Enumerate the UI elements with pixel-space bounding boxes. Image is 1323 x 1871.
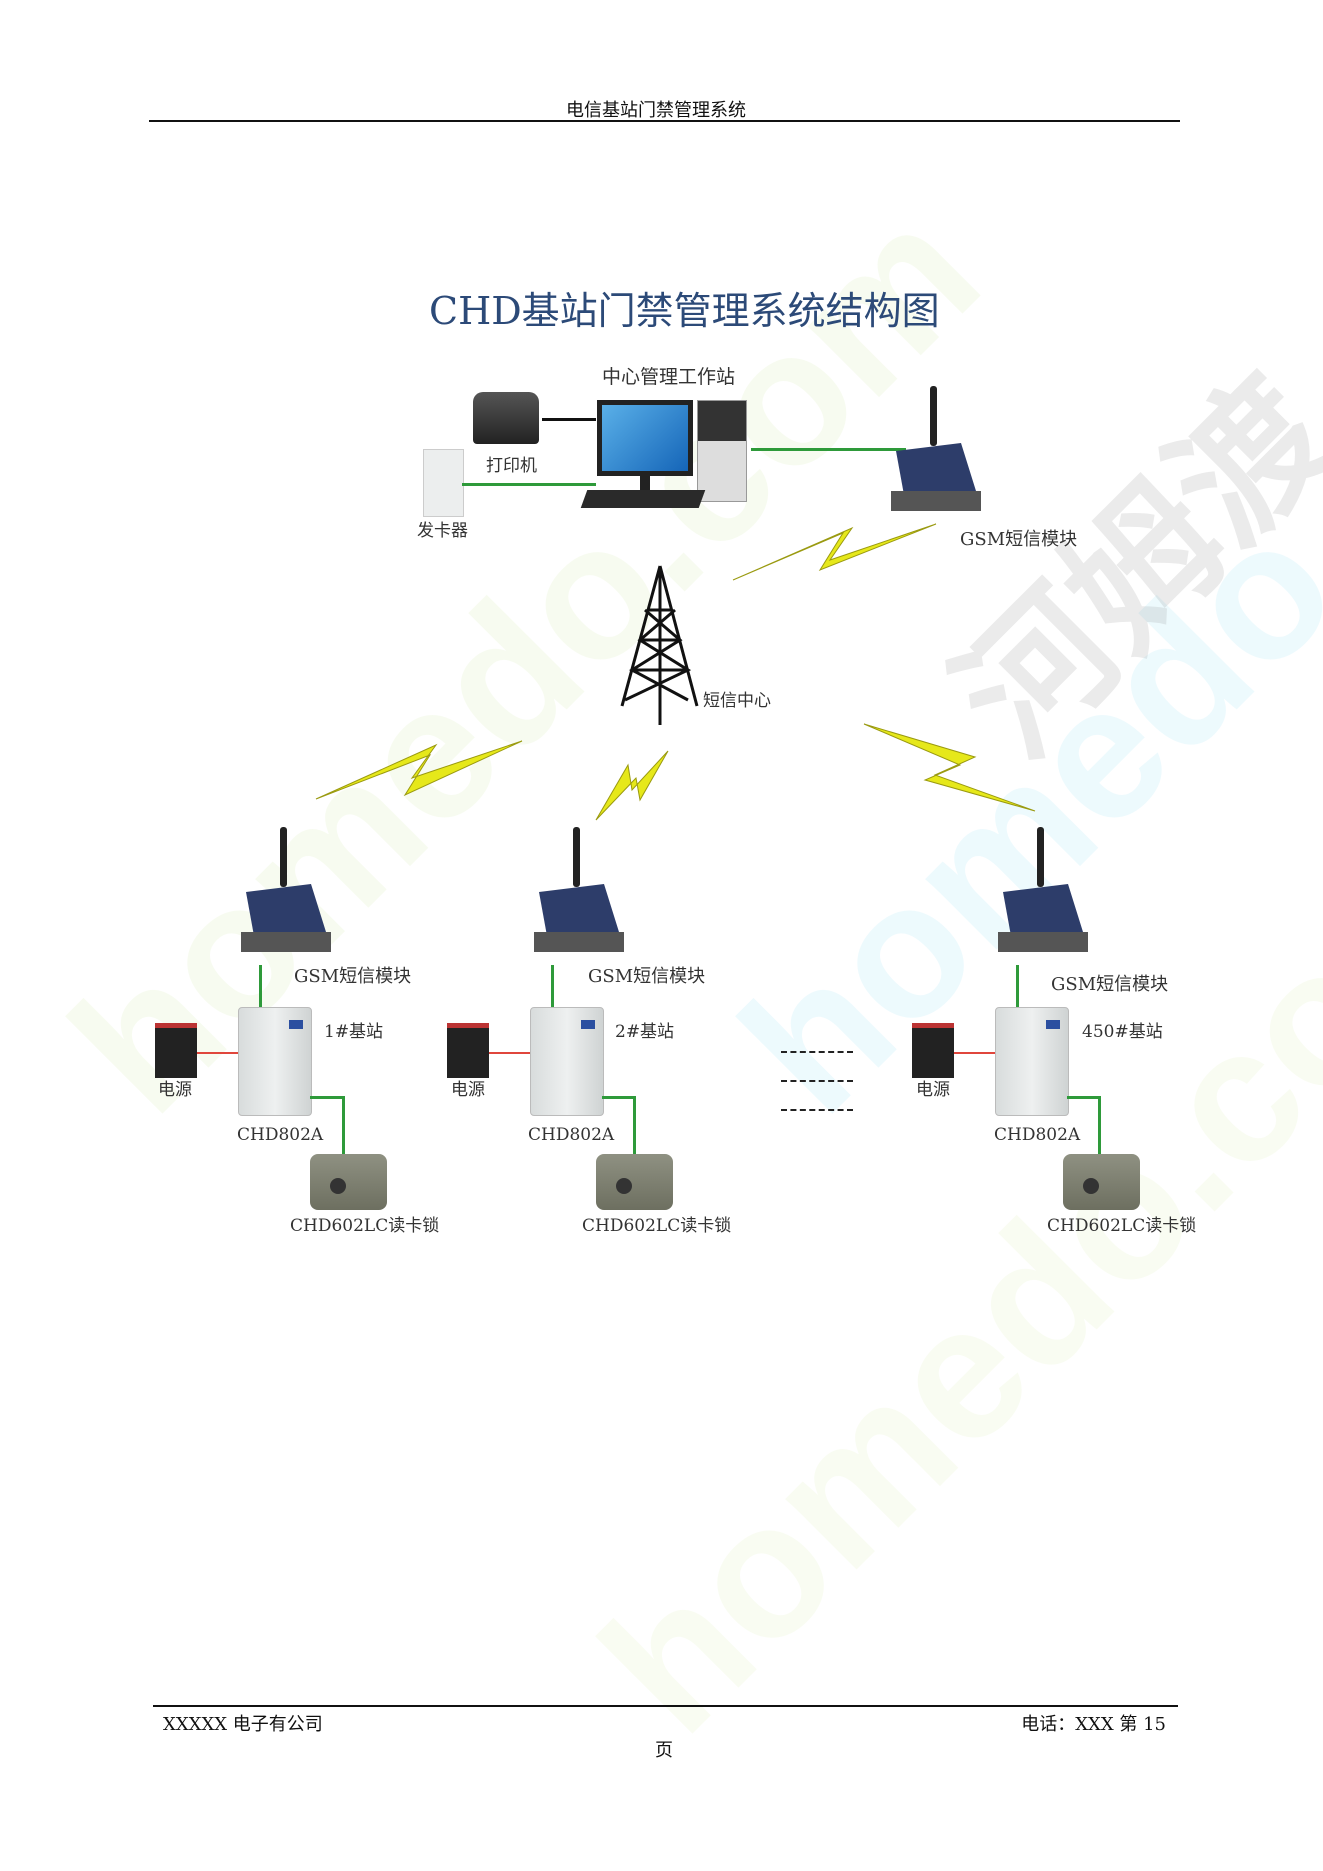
monitor-stand xyxy=(640,476,650,490)
lock-label: CHD602LC读卡锁 xyxy=(290,1216,440,1236)
workstation-label: 中心管理工作站 xyxy=(602,366,736,388)
lightning-icon xyxy=(863,723,1036,812)
power-label: 电源 xyxy=(158,1080,192,1100)
card-lock-icon xyxy=(1063,1154,1140,1210)
lock-link xyxy=(1067,1096,1101,1099)
footer-page-suffix: 页 xyxy=(655,1740,673,1761)
top-gsm-label: GSM短信模块 xyxy=(960,529,1078,550)
ellipsis-dash xyxy=(781,1051,853,1053)
lock-link xyxy=(310,1096,344,1099)
gsm-module-icon xyxy=(241,827,331,952)
card-issuer-label: 发卡器 xyxy=(417,521,468,541)
power-supply-icon xyxy=(447,1023,489,1078)
card-lock-icon xyxy=(310,1154,387,1210)
gsm-link xyxy=(551,965,554,1007)
monitor-icon xyxy=(597,400,693,476)
lock-link xyxy=(1098,1096,1101,1154)
lock-label: CHD602LC读卡锁 xyxy=(1047,1216,1197,1236)
card-issuer-link xyxy=(462,483,596,486)
power-label: 电源 xyxy=(916,1080,950,1100)
gsm-link xyxy=(259,965,262,1007)
station-gsm-label: GSM短信模块 xyxy=(1051,974,1169,995)
station-label: 2#基站 xyxy=(615,1022,675,1042)
wireless-links xyxy=(315,523,1036,821)
station-label: 450#基站 xyxy=(1082,1022,1163,1042)
pc-tower-icon xyxy=(697,400,747,502)
card-lock-icon xyxy=(596,1154,673,1210)
power-supply-icon xyxy=(912,1023,954,1078)
gsm-module-icon xyxy=(891,386,981,511)
controller-label: CHD802A xyxy=(237,1125,324,1145)
printer-label: 打印机 xyxy=(486,456,537,476)
lock-link xyxy=(633,1096,636,1154)
header-title: 电信基站门禁管理系统 xyxy=(566,100,746,121)
footer-phone-page: 电话：XXX 第 15 xyxy=(1021,1714,1166,1735)
gsm-module-icon xyxy=(534,827,624,952)
lock-link xyxy=(602,1096,636,1099)
printer-icon xyxy=(473,392,539,444)
footer-company: XXXXX 电子有公司 xyxy=(163,1714,323,1735)
controller-icon xyxy=(995,1007,1069,1116)
power-link xyxy=(954,1052,995,1054)
controller-label: CHD802A xyxy=(994,1125,1081,1145)
controller-label: CHD802A xyxy=(528,1125,615,1145)
ellipsis-dash xyxy=(781,1080,853,1082)
station-gsm-label: GSM短信模块 xyxy=(588,966,706,987)
gsm-module-icon xyxy=(998,827,1088,952)
power-link xyxy=(489,1052,530,1054)
power-link xyxy=(197,1052,238,1054)
footer-rule xyxy=(153,1705,1178,1707)
controller-icon xyxy=(238,1007,312,1116)
gsm-link xyxy=(1016,965,1019,1007)
printer-link xyxy=(542,418,596,421)
header-rule xyxy=(149,120,1180,122)
station-gsm-label: GSM短信模块 xyxy=(294,966,412,987)
station-label: 1#基站 xyxy=(324,1022,384,1042)
lightning-icon xyxy=(595,750,669,821)
controller-icon xyxy=(530,1007,604,1116)
power-label: 电源 xyxy=(451,1080,485,1100)
ellipsis-dash xyxy=(781,1109,853,1111)
lightning-icon xyxy=(315,740,523,800)
power-supply-icon xyxy=(155,1023,197,1078)
lightning-icon xyxy=(732,523,937,581)
lock-label: CHD602LC读卡锁 xyxy=(582,1216,732,1236)
sms-center-label: 短信中心 xyxy=(703,691,771,711)
lock-link xyxy=(342,1096,345,1154)
tower-icon xyxy=(620,565,699,725)
pc-gsm-link xyxy=(751,448,906,451)
diagram-title: CHD基站门禁管理系统结构图 xyxy=(429,289,940,333)
